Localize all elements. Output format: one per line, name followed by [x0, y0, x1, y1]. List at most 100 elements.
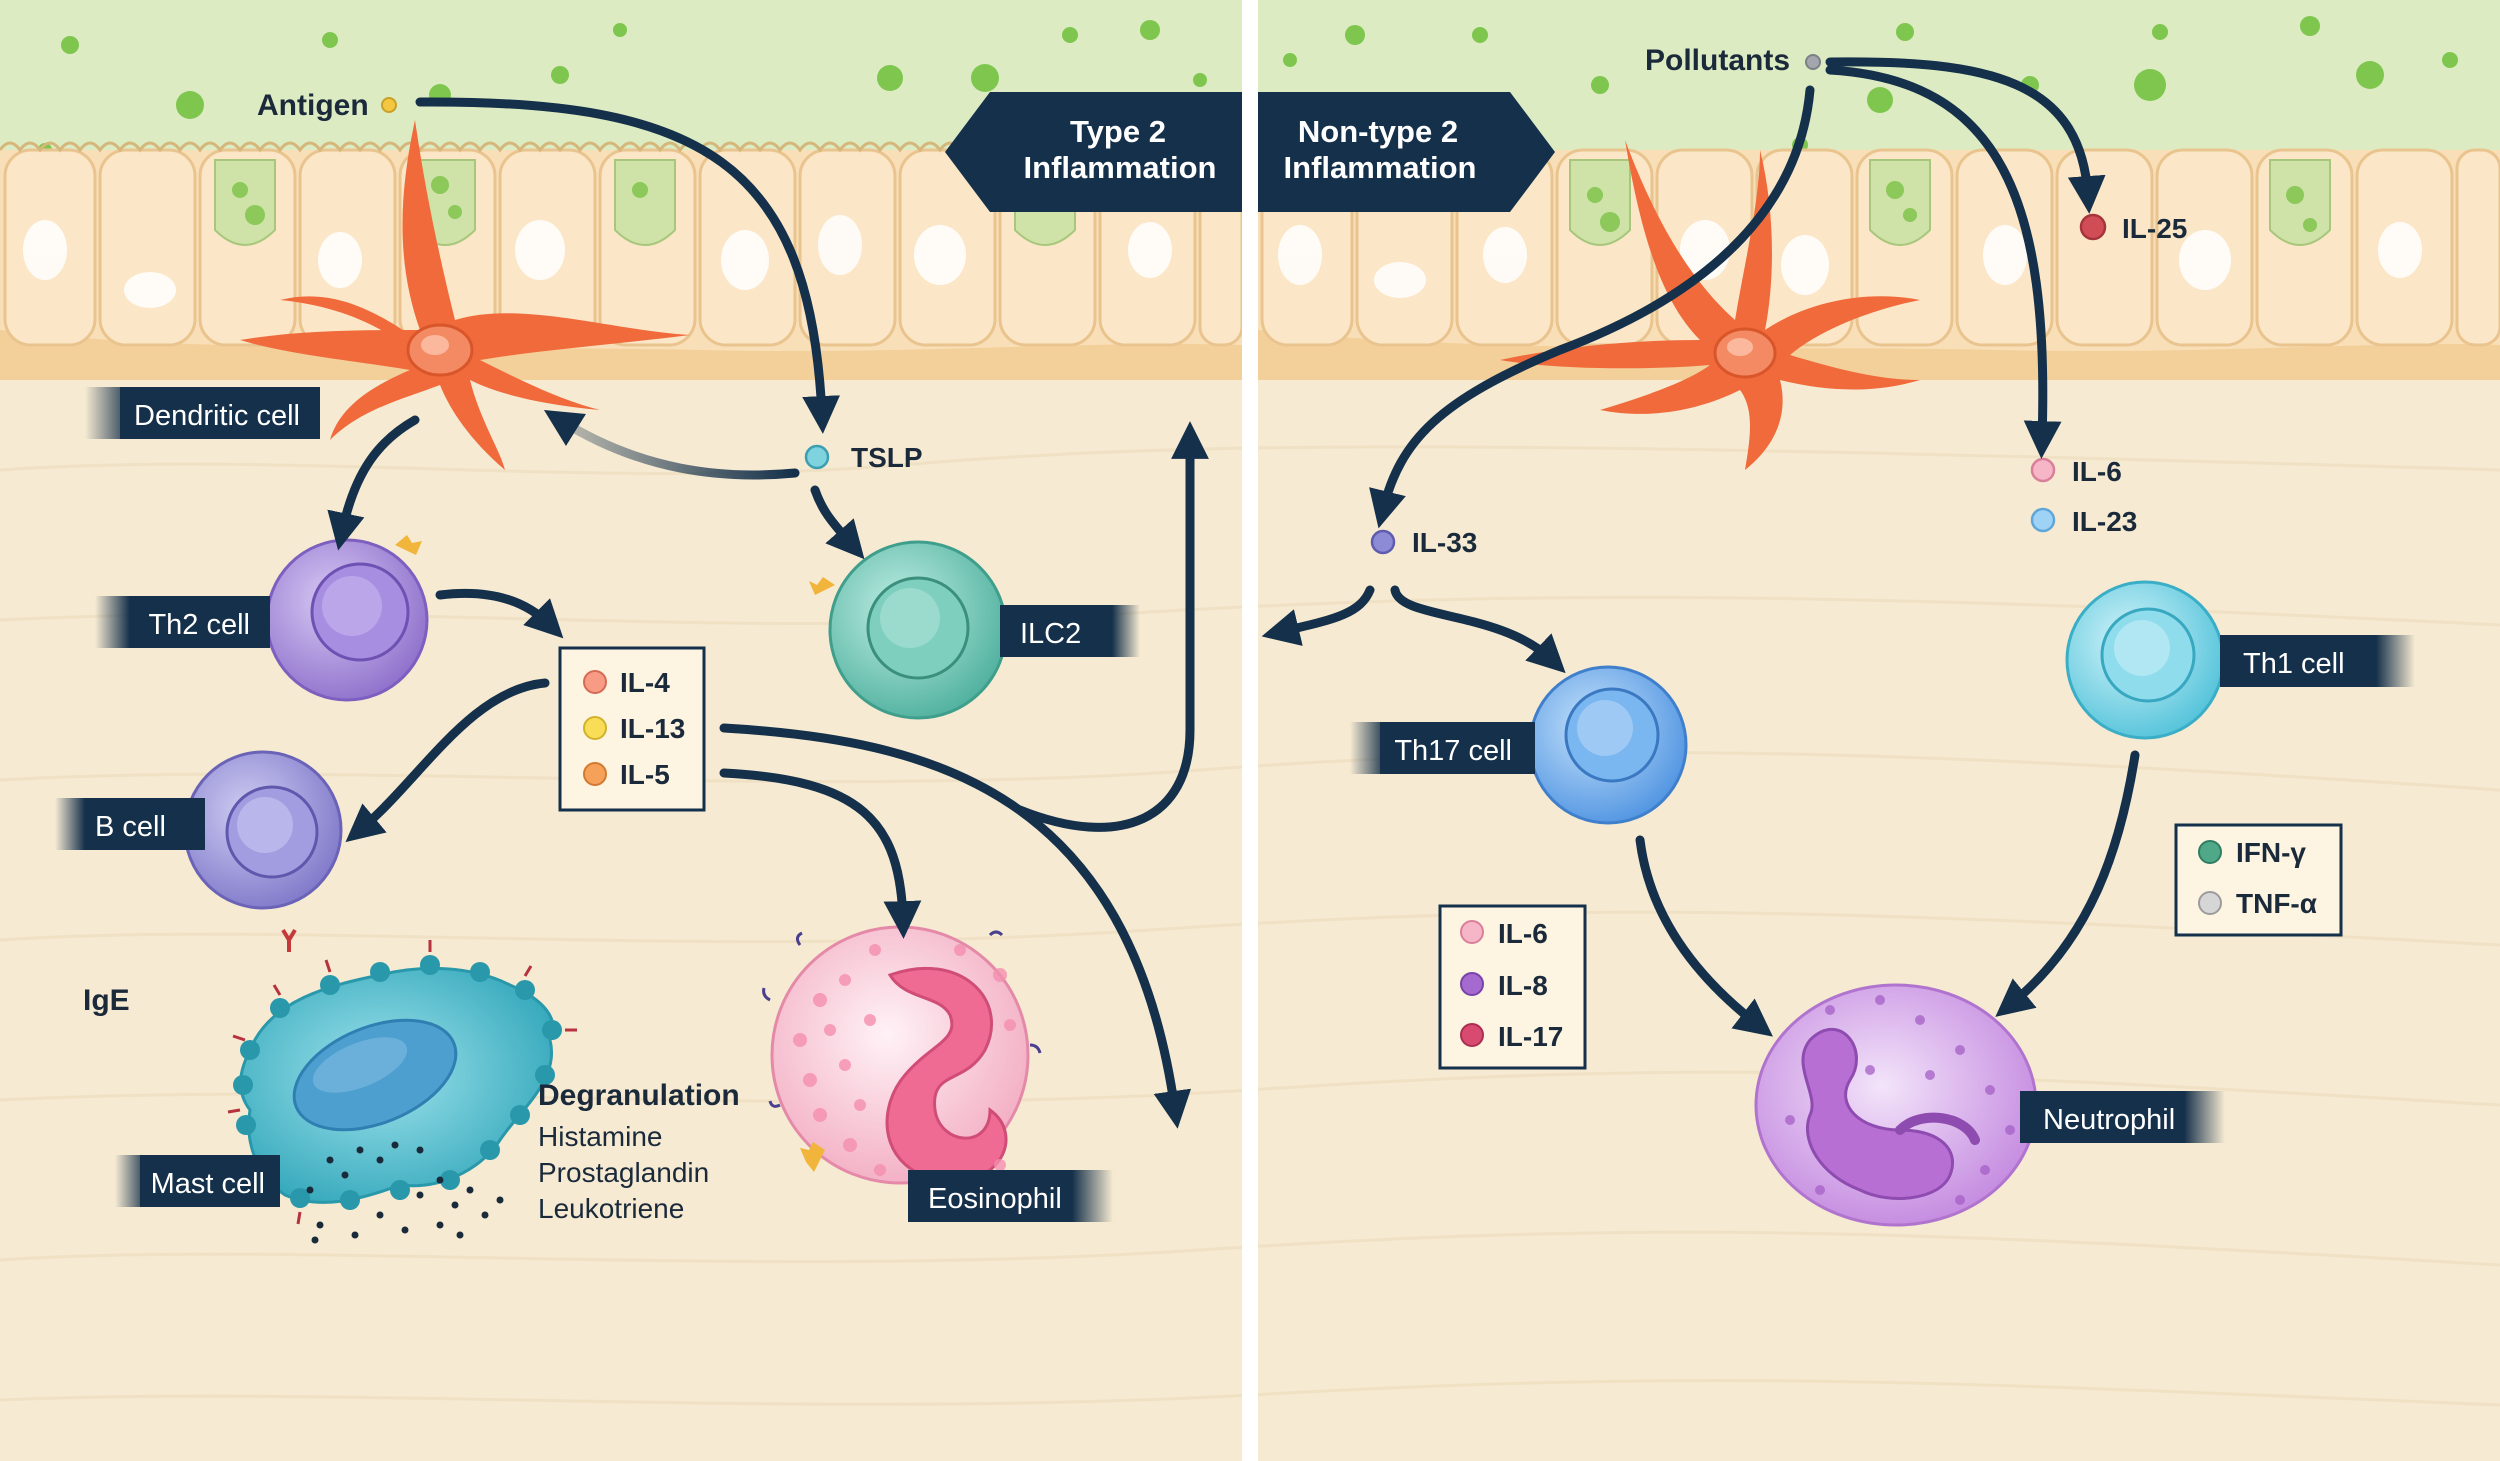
- arrow-tslp-to-ilc2: [810, 485, 865, 560]
- tnf-alpha-dot: [2198, 891, 2222, 915]
- degranulation-title: Degranulation: [538, 1079, 740, 1112]
- arrow-cytokines-to-bcell: [345, 678, 550, 843]
- epithelium-left: [0, 141, 1244, 380]
- il13-label: IL-13: [620, 713, 685, 744]
- ilc2-cell: [809, 540, 1008, 720]
- il17-dot: [1460, 1023, 1484, 1047]
- right-arrows: [1261, 57, 2140, 1037]
- mast-cell-tag: Mast cell: [115, 1155, 280, 1207]
- arrow-pollutants-to-il33: [1369, 85, 1815, 529]
- ifn-gamma-label: IFN-γ: [2236, 837, 2306, 868]
- antigen-text: Antigen: [257, 89, 369, 122]
- arrow-pollutants-to-il6: [1825, 65, 2062, 459]
- arrow-il33-to-th17: [1390, 585, 1566, 674]
- histamine-label: Histamine: [538, 1121, 662, 1152]
- arrow-antigen-to-tslp: [415, 97, 840, 434]
- th1-cell-label: Th1 cell: [2243, 648, 2345, 680]
- il6-il23-markers: IL-6 IL-23: [2030, 456, 2137, 537]
- th1-cell: [2065, 580, 2225, 740]
- b-cell-tag: B cell: [55, 798, 205, 850]
- il13-dot: [583, 716, 607, 740]
- ifn-gamma-dot: [2198, 840, 2222, 864]
- degranulation-list: Degranulation Histamine Prostaglandin Le…: [538, 1079, 740, 1224]
- il33-dot: [1370, 529, 1396, 555]
- il33-marker: IL-33: [1370, 527, 1477, 558]
- dendritic-cell-right: [1500, 140, 1920, 470]
- dendritic-cell-tag: Dendritic cell: [85, 387, 320, 439]
- th17-cell-label: Th17 cell: [1394, 735, 1512, 767]
- prostaglandin-label: Prostaglandin: [538, 1157, 709, 1188]
- ige-label: IgE: [83, 984, 130, 1017]
- b-cell-label: B cell: [95, 811, 166, 843]
- th1-cell-tag: Th1 cell: [2220, 635, 2415, 687]
- il6-top-dot: [2030, 457, 2056, 483]
- panel-divider: [1242, 0, 1258, 1461]
- il23-label: IL-23: [2072, 506, 2137, 537]
- b-cell: [183, 750, 343, 952]
- leukotriene-label: Leukotriene: [538, 1193, 684, 1224]
- il25-label: IL-25: [2122, 213, 2187, 244]
- arrow-il5-to-eosinophil: [719, 768, 922, 939]
- il4-dot: [583, 670, 607, 694]
- arrow-dendritic-to-th2: [327, 415, 420, 551]
- il6-box-dot: [1460, 920, 1484, 944]
- left-arrows: [327, 97, 1209, 1129]
- mast-cell: [227, 940, 577, 1244]
- il23-dot: [2030, 507, 2056, 533]
- th17-cell: [1528, 665, 1688, 825]
- arrow-tslp-to-dendritic: [543, 409, 800, 480]
- panel-title-left-line2: Inflammation: [1024, 150, 1217, 185]
- il25-dot: [2079, 213, 2107, 241]
- th17-cytokine-box: IL-6 IL-8 IL-17: [1438, 904, 1587, 1070]
- panel-title-left-line1: Type 2: [1070, 114, 1166, 149]
- il4-label: IL-4: [620, 667, 670, 698]
- il6-top-label: IL-6: [2072, 456, 2122, 487]
- ilc2-label: ILC2: [1020, 618, 1081, 650]
- th2-cell-tag: Th2 cell: [95, 596, 270, 648]
- il8-label: IL-8: [1498, 970, 1548, 1001]
- th2-cell: [265, 535, 429, 702]
- arrow-il33-left: [1261, 585, 1375, 646]
- panel-title-right: Non-type 2 Inflammation: [1258, 92, 1555, 212]
- neutrophil: [1754, 983, 2038, 1227]
- eosinophil-label: Eosinophil: [928, 1183, 1062, 1215]
- il6-box-label: IL-6: [1498, 918, 1548, 949]
- tslp-label: TSLP: [851, 442, 923, 473]
- panel-title-right-line2: Inflammation: [1284, 150, 1477, 185]
- dendritic-cell-label: Dendritic cell: [134, 400, 300, 432]
- th17-cell-tag: Th17 cell: [1350, 722, 1535, 774]
- mast-cell-label: Mast cell: [151, 1168, 265, 1200]
- eosinophil: [762, 925, 1042, 1185]
- il25-marker: IL-25: [2079, 213, 2187, 244]
- il5-label: IL-5: [620, 759, 670, 790]
- pollutants-label: Pollutants: [1645, 44, 1821, 77]
- il8-dot: [1460, 972, 1484, 996]
- arrow-th2-to-cytokines: [435, 588, 564, 639]
- dendritic-cell-left: [240, 120, 690, 470]
- tslp-dot: [804, 444, 830, 470]
- ilc2-tag: ILC2: [1000, 605, 1140, 657]
- tnf-alpha-label: TNF-α: [2236, 888, 2317, 919]
- il5-dot: [583, 762, 607, 786]
- th1-cytokine-box: IFN-γ TNF-α: [2174, 823, 2343, 937]
- panel-title-left: Type 2 Inflammation: [945, 92, 1242, 212]
- arrow-ilc2-upward: [1015, 421, 1209, 832]
- arrow-pollutants-to-il25: [1825, 57, 2106, 214]
- pollutants-dot: [1805, 54, 1821, 70]
- neutrophil-tag: Neutrophil: [2020, 1091, 2225, 1143]
- th2-cell-label: Th2 cell: [148, 609, 250, 641]
- type2-cytokine-box: IL-4 IL-13 IL-5: [558, 646, 706, 812]
- tslp-marker: TSLP: [804, 442, 923, 473]
- antigen-label: Antigen: [257, 89, 397, 122]
- mucus-droplets: [38, 16, 2458, 157]
- pollutants-text: Pollutants: [1645, 44, 1790, 77]
- il33-label: IL-33: [1412, 527, 1477, 558]
- arrow-th17-to-neutrophil: [1635, 835, 1773, 1037]
- il17-label: IL-17: [1498, 1021, 1563, 1052]
- eosinophil-tag: Eosinophil: [908, 1170, 1113, 1222]
- panel-title-right-line1: Non-type 2: [1298, 114, 1458, 149]
- neutrophil-label: Neutrophil: [2043, 1104, 2175, 1136]
- antigen-dot: [381, 97, 397, 113]
